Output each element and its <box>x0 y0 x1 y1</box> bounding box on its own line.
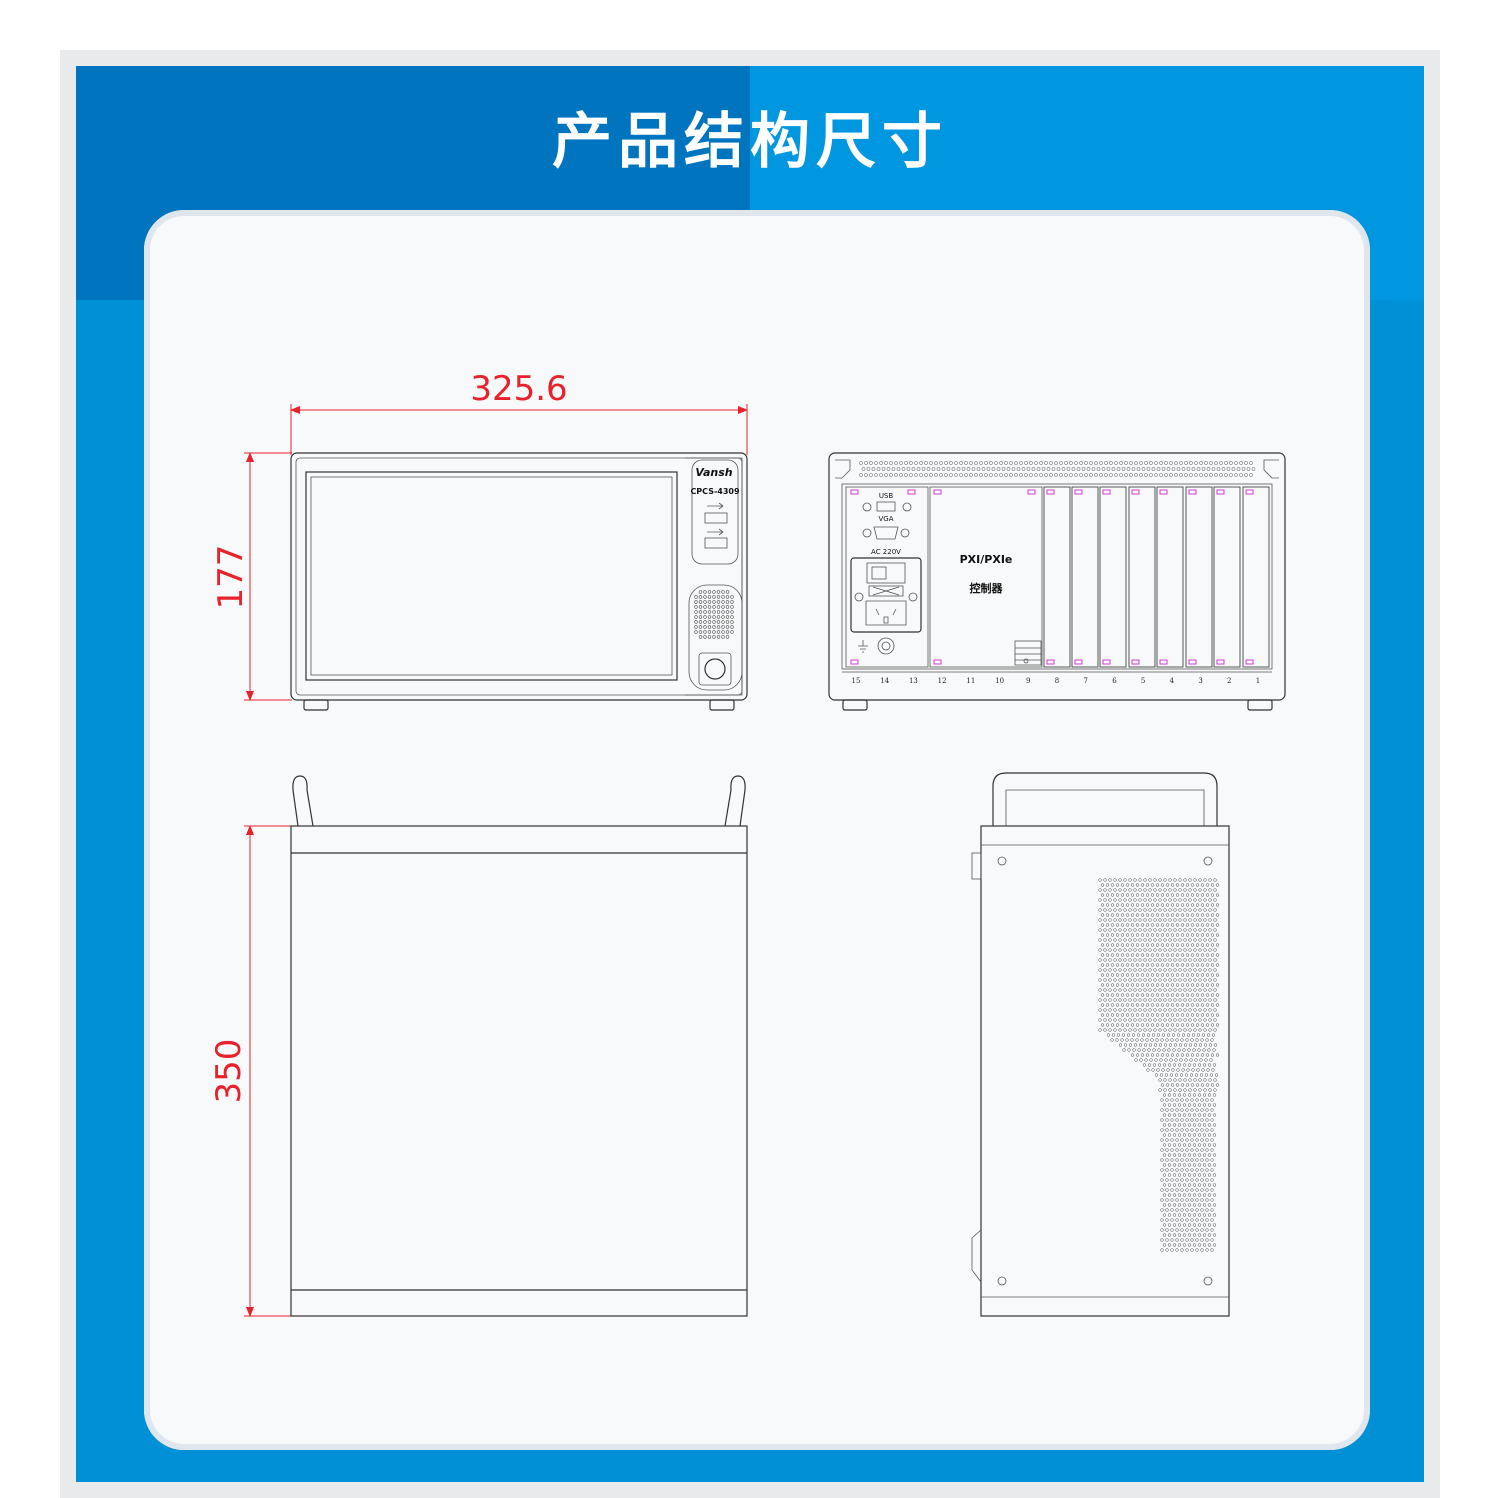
fuse-holder <box>868 585 904 597</box>
vga-label: VGA <box>878 515 893 523</box>
usb-port-2[interactable] <box>704 537 728 549</box>
slot-number: 4 <box>1170 677 1175 685</box>
screw-icon <box>997 856 1007 866</box>
height-dimension-text: 177 <box>211 545 251 610</box>
ground-icon <box>858 640 868 653</box>
ground-terminal[interactable] <box>877 637 895 655</box>
slot-frame <box>841 483 1273 670</box>
slot-number: 13 <box>909 677 918 685</box>
width-dimension-text: 325.6 <box>470 369 567 409</box>
power-switch[interactable] <box>866 562 906 584</box>
foot-right <box>709 699 735 711</box>
slot-number: 15 <box>852 677 861 685</box>
slot-number: 12 <box>938 677 947 685</box>
slot-number: 9 <box>1026 677 1030 685</box>
brand-logo: Vansh <box>695 466 732 479</box>
model-label: CPCS-4309 <box>690 487 740 496</box>
power-button-frame <box>698 652 732 686</box>
top-view: 350 <box>209 775 748 1317</box>
rear-foot-right <box>1247 699 1273 711</box>
ground-terminal-inner <box>881 641 891 651</box>
usb-icon <box>707 502 724 510</box>
side-handle-inner <box>1005 789 1205 826</box>
screen <box>310 476 673 676</box>
screen-outer <box>305 471 678 681</box>
usb-label: USB <box>879 492 894 500</box>
rear-chassis <box>828 452 1286 701</box>
power-button[interactable] <box>704 658 726 680</box>
controller-label-1: PXI/PXIe <box>960 553 1013 566</box>
slot-number: 2 <box>1227 677 1231 685</box>
slot-number: 8 <box>1055 677 1059 685</box>
drawing-card <box>144 210 1370 1450</box>
screw-icon <box>1203 856 1213 866</box>
port-panel <box>691 459 739 565</box>
slot-number: 3 <box>1198 677 1202 685</box>
slot-number: 11 <box>966 677 975 685</box>
screw-icon <box>900 528 910 538</box>
slot-number: 7 <box>1083 677 1087 685</box>
screw-icon <box>1023 658 1029 664</box>
side-handle[interactable] <box>992 772 1218 826</box>
usb-port-1[interactable] <box>704 512 728 524</box>
speaker-grille-icon <box>694 590 734 639</box>
power-module <box>845 486 929 668</box>
side-foot-front <box>971 852 982 880</box>
speaker-panel <box>688 584 743 691</box>
slot-number: 1 <box>1256 677 1260 685</box>
ac-label: AC 220V <box>871 548 901 556</box>
ac-socket[interactable] <box>865 600 907 626</box>
controller-connector <box>1014 640 1042 666</box>
slot-number: 6 <box>1112 677 1117 685</box>
slot-panels <box>850 486 1270 668</box>
screw-icon <box>1203 1276 1213 1286</box>
controller-label-2: 控制器 <box>970 581 1004 595</box>
usb-icon-2 <box>707 528 724 536</box>
slot-number-labels: 15 14 13 12 11 10 9 8 7 6 5 4 3 2 1 <box>852 677 1261 685</box>
side-panel <box>685 457 743 696</box>
screw-icon <box>862 502 872 512</box>
slot-number: 5 <box>1141 677 1145 685</box>
controller-module <box>929 486 1043 668</box>
fuse-icon <box>872 586 900 596</box>
socket-pins-icon <box>875 608 897 624</box>
screw-icon <box>862 528 872 538</box>
foot-left <box>303 699 329 711</box>
slot-number: 10 <box>995 677 1004 685</box>
screw-icon <box>854 592 864 602</box>
vent-grille-icon <box>859 461 1256 477</box>
screw-icon <box>908 592 918 602</box>
rear-handle-left <box>835 459 851 479</box>
screw-icon <box>997 1276 1007 1286</box>
top-chassis <box>290 825 748 1317</box>
side-chassis <box>980 825 1230 1317</box>
ac-inlet-housing <box>850 557 922 633</box>
depth-dimension-text: 350 <box>209 1039 249 1104</box>
screw-icon <box>902 502 912 512</box>
side-foot-rear <box>971 1229 982 1283</box>
side-vent-grille-icon <box>1098 878 1220 1252</box>
side-view <box>971 772 1230 1317</box>
rear-usb-port[interactable] <box>876 501 896 512</box>
front-view: 325.6 177 Vansh CPCS-4309 <box>211 369 748 711</box>
handle-left[interactable] <box>292 775 314 827</box>
front-bezel <box>295 457 743 696</box>
front-chassis <box>290 452 748 701</box>
connector-lines-icon <box>1015 647 1041 661</box>
slot-number: 14 <box>880 677 889 685</box>
rear-foot-left <box>842 699 868 711</box>
page-title: 产品结构尺寸 <box>552 107 948 177</box>
switch-rocker <box>871 566 887 580</box>
handle-right[interactable] <box>724 775 746 827</box>
rear-handle-right <box>1263 459 1279 479</box>
vga-port[interactable] <box>873 526 899 540</box>
